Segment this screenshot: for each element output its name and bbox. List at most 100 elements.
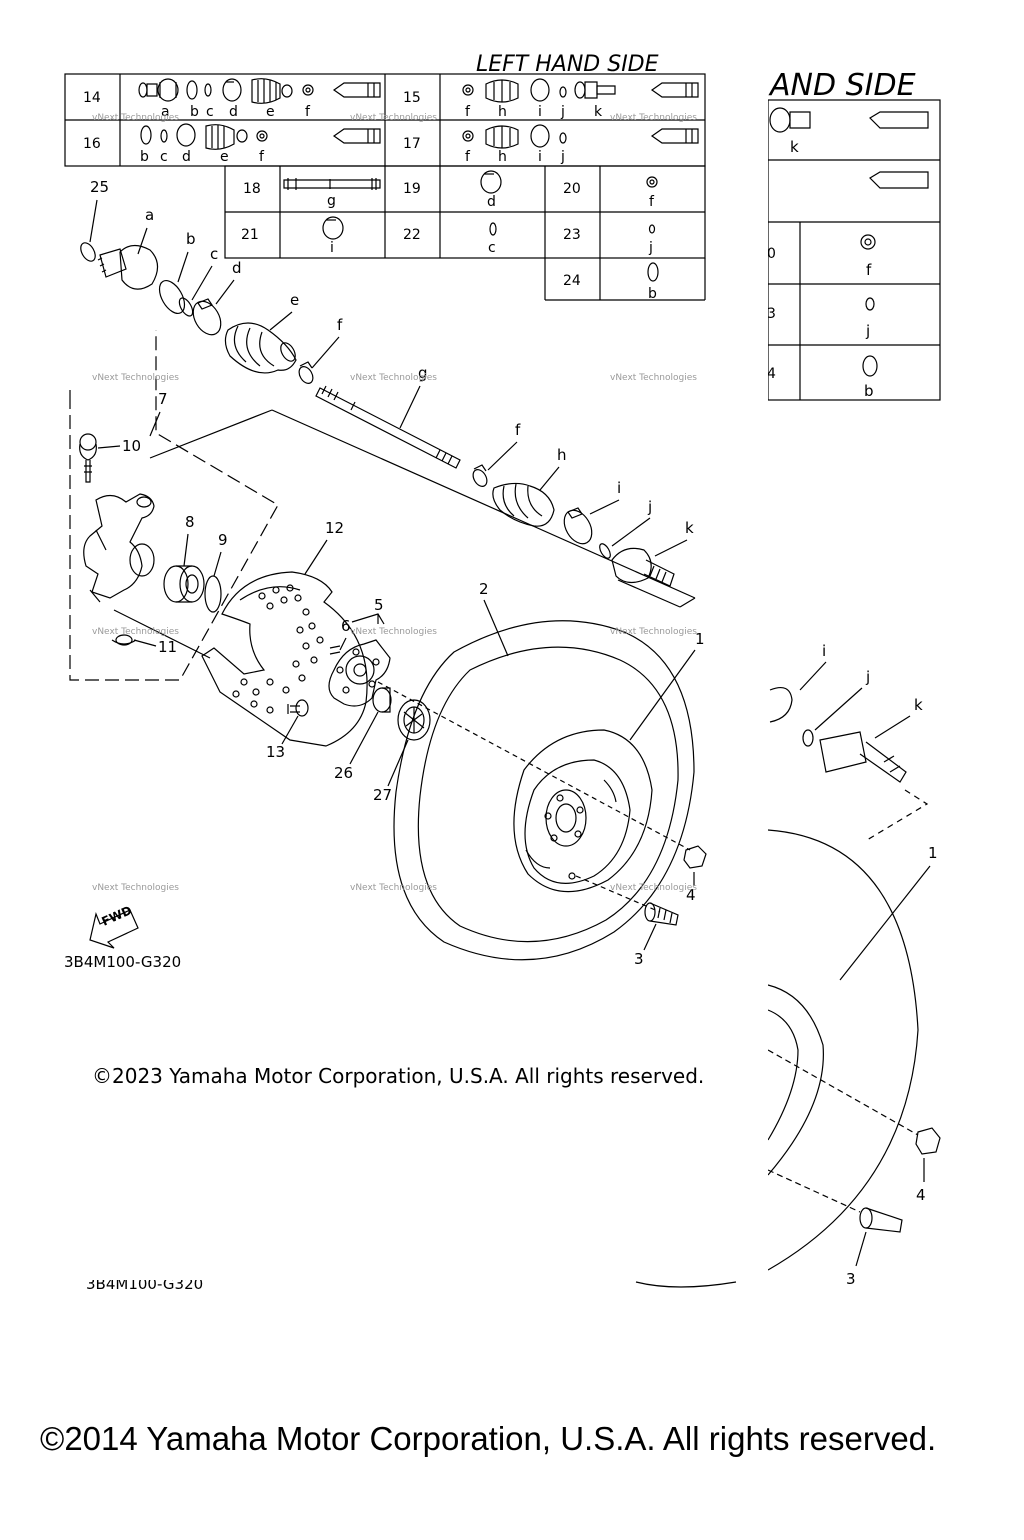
kit-letter: b xyxy=(140,149,149,165)
right-table-top-letter: k xyxy=(790,138,799,156)
wheel-hub: 5 6 26 27 xyxy=(328,596,691,851)
kit-letter: c xyxy=(206,104,214,120)
callout-2: 2 xyxy=(479,580,489,598)
callout-1: 1 xyxy=(928,844,938,862)
part-icon-wheel-nut xyxy=(915,1127,941,1155)
diagram-code: 3B4M100-G320 xyxy=(64,953,181,971)
kit-letter: i xyxy=(330,240,334,256)
left-hand-side-title: LEFT HAND SIDE xyxy=(476,52,659,77)
part-icon-circlip xyxy=(160,129,168,143)
part-icon-clamp xyxy=(302,84,314,96)
callout-k: k xyxy=(914,696,923,714)
watermark: vNext Technologies xyxy=(610,883,697,893)
part-icon-grease-tube xyxy=(650,82,699,98)
right-table-letter: f xyxy=(866,261,872,279)
callout-e: e xyxy=(290,291,299,309)
part-icon-wheel-stud: 3 xyxy=(634,902,679,968)
kit-letter: j xyxy=(648,240,653,256)
kit-letter: g xyxy=(327,193,336,209)
watermark: vNext Technologies xyxy=(92,883,179,893)
watermark: vNext Technologies xyxy=(610,113,697,123)
kit-ref: 15 xyxy=(403,90,421,106)
watermark: vNext Technologies xyxy=(92,113,179,123)
part-icon-clamp xyxy=(646,176,658,188)
kit-ref: 21 xyxy=(241,227,259,243)
callout-3: 3 xyxy=(846,1270,856,1288)
callout-f: f xyxy=(515,421,521,439)
kit-ref: 24 xyxy=(563,273,581,289)
part-icon-wheel-nut: 4 xyxy=(683,845,707,904)
part-icon-clamp xyxy=(480,170,502,194)
callout-h: h xyxy=(557,446,567,464)
part-icon-cv-joint xyxy=(574,81,616,99)
watermark: vNext Technologies xyxy=(92,373,179,383)
part-icon-ring xyxy=(647,262,659,282)
part-icon-wheel-stud xyxy=(859,1207,903,1233)
kit-ref: 14 xyxy=(83,90,101,106)
callout-c: c xyxy=(210,245,218,263)
kit-letter: d xyxy=(487,194,496,210)
kit-letter: f xyxy=(465,104,471,120)
part-icon-circlip xyxy=(559,86,567,98)
kit-letter: a xyxy=(161,104,170,120)
drive-shaft-exploded: 25 a b c d e xyxy=(80,178,696,608)
kit-ref: 20 xyxy=(563,181,581,197)
callout-i: i xyxy=(822,642,826,660)
watermark: vNext Technologies xyxy=(92,627,179,637)
kit-ref: 17 xyxy=(403,136,421,152)
callout-1: 1 xyxy=(695,630,705,648)
kit-ref: 18 xyxy=(243,181,261,197)
part-icon-clamp xyxy=(322,216,344,240)
callout-k: k xyxy=(685,519,694,537)
callout-j: j xyxy=(647,498,652,516)
callout-11: 11 xyxy=(158,638,177,656)
part-icon-clamp xyxy=(530,78,550,102)
part-icon-boot xyxy=(485,79,519,103)
right-table-letter: b xyxy=(864,382,874,400)
kit-letter: i xyxy=(538,149,542,165)
callout-12: 12 xyxy=(325,519,344,537)
part-icon-circlip xyxy=(559,132,567,144)
kit-ref: 16 xyxy=(83,136,101,152)
part-icon-clamp xyxy=(860,234,876,250)
callout-25: 25 xyxy=(90,178,109,196)
callout-3: 3 xyxy=(634,950,644,968)
part-icon-cv-joint xyxy=(769,107,811,133)
kit-letter: h xyxy=(498,104,507,120)
kit-letter: c xyxy=(160,149,168,165)
part-icon-ring xyxy=(140,125,152,145)
part-icon-clamp xyxy=(462,84,474,96)
kit-letter: f xyxy=(305,104,311,120)
callout-6: 6 xyxy=(341,617,351,635)
part-icon-grease-tube xyxy=(332,128,381,144)
callout-b: b xyxy=(186,230,196,248)
watermark: vNext Technologies xyxy=(610,373,697,383)
part-icon-boot xyxy=(485,125,519,149)
callout-7: 7 xyxy=(158,390,168,408)
kit-letter: f xyxy=(259,149,265,165)
kit-letter: e xyxy=(266,104,275,120)
part-icon-grease-tube xyxy=(869,111,929,189)
part-icon-clamp xyxy=(176,123,196,147)
kit-letter: d xyxy=(229,104,238,120)
part-icon-ring xyxy=(186,80,198,100)
callout-8: 8 xyxy=(185,513,195,531)
part-icon-circlip xyxy=(648,224,656,234)
kit-letter: k xyxy=(594,104,603,120)
callout-27: 27 xyxy=(373,786,392,804)
part-icon-grease-tube xyxy=(650,128,699,144)
knuckle-assembly: 7 10 8 9 11 xyxy=(69,330,279,681)
callout-f: f xyxy=(337,316,343,334)
part-icon-boot xyxy=(251,78,293,104)
callout-10: 10 xyxy=(122,437,141,455)
part-icon-clamp xyxy=(530,124,550,148)
wheel-fragment xyxy=(635,829,919,1288)
part-icon-circlip xyxy=(489,222,497,236)
kit-letter: b xyxy=(648,286,657,302)
part-icon-grease-tube xyxy=(332,82,381,98)
callout-d: d xyxy=(232,259,242,277)
callout-4: 4 xyxy=(916,1186,926,1204)
part-icon-clamp xyxy=(462,130,474,142)
part-icon-boot xyxy=(769,687,907,783)
part-icon-ring xyxy=(862,355,878,377)
